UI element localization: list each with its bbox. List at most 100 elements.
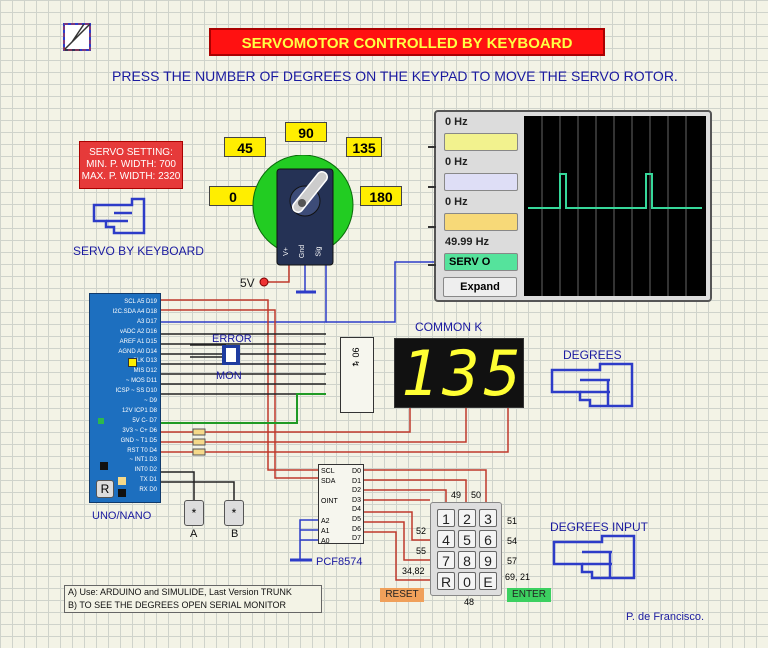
- channel-3-box[interactable]: [444, 213, 518, 231]
- channel-1-box[interactable]: [444, 133, 518, 151]
- servo-setting-line: SERVO SETTING:: [89, 147, 173, 158]
- enter-tag: ENTER: [507, 588, 551, 602]
- arduino-pin-label: 12V ICP1 D8: [121, 407, 157, 414]
- seven-segment-display: 135: [394, 337, 525, 410]
- arduino-pin-label: AGND A0 D14: [118, 348, 157, 355]
- arduino-pin-label: ~ MOS D11: [125, 378, 157, 385]
- pcf-pin-label: A2: [321, 518, 330, 525]
- servo-pin-sig: Sig: [315, 246, 323, 257]
- arduino-pin-label: SCL A5 D19: [124, 299, 157, 305]
- arduino-pin-label: I2C.SDA A4 D18: [112, 308, 157, 315]
- degrees-label: DEGREES: [563, 348, 622, 362]
- arduino-pin-label: RX D0: [139, 487, 157, 494]
- instruction-text: PRESS THE NUMBER OF DEGREES ON THE KEYPA…: [112, 68, 678, 84]
- servo-by-keyboard-label: SERVO BY KEYBOARD: [73, 244, 204, 258]
- keypad-key[interactable]: 3: [479, 509, 497, 527]
- channel-4-freq: 49.99 Hz: [445, 236, 490, 248]
- arduino-reset-button[interactable]: R: [96, 480, 114, 498]
- led-icon: [118, 489, 126, 497]
- servo-setting-line: MIN. P. WIDTH: 700: [86, 159, 176, 170]
- pcf-pin-label: D2: [352, 487, 361, 495]
- servo-pin-gnd: Gnd: [299, 244, 307, 259]
- led-icon: [100, 462, 108, 470]
- key-code: 69, 21: [505, 572, 531, 582]
- display-value: 135: [401, 337, 525, 410]
- notes-box: A) Use: ARDUINO and SIMULIDE, Last Versi…: [64, 585, 322, 613]
- pointing-hand-icon: [92, 197, 146, 235]
- channel-2-box[interactable]: [444, 173, 518, 191]
- pcf-label: PCF8574: [316, 556, 363, 568]
- key-code: 52: [416, 526, 427, 536]
- pointing-hand-icon: [552, 534, 636, 580]
- key-code: 50: [471, 490, 482, 500]
- keypad-key[interactable]: 8: [458, 551, 476, 569]
- keypad-key[interactable]: E: [479, 572, 497, 590]
- arduino-pin-label: ~ D9: [144, 398, 157, 404]
- arduino-pin-label: AREF A1 D15: [119, 338, 157, 345]
- keypad-key[interactable]: 0: [458, 572, 476, 590]
- keypad-key[interactable]: 4: [437, 530, 455, 548]
- pcf-pin-label: D0: [352, 468, 361, 475]
- keypad-key[interactable]: 9: [479, 551, 497, 569]
- arduino-pin-label: ICSP ~ SS D10: [115, 388, 157, 395]
- arduino-pin-label: CLK D13: [132, 358, 157, 365]
- arduino-pin-label: vADC A2 D16: [119, 328, 157, 335]
- deg-label-180: 180: [360, 186, 402, 206]
- keypad-key[interactable]: R: [437, 572, 455, 590]
- chip-label: 90 ↯: [350, 347, 361, 368]
- pointing-hand-icon: [550, 362, 634, 408]
- button-a-label: A: [190, 528, 198, 540]
- key-code: 51: [507, 516, 518, 526]
- key-code: 54: [507, 536, 518, 546]
- pcf-pin-label: A1: [321, 528, 330, 535]
- pcf-pin-label: D7: [352, 535, 361, 543]
- error-label: ERROR: [212, 333, 252, 345]
- common-k-label: COMMON K: [415, 320, 483, 334]
- expand-button[interactable]: Expand: [443, 277, 517, 297]
- keypad-key[interactable]: 7: [437, 551, 455, 569]
- keypad-key[interactable]: 2: [458, 509, 476, 527]
- shift-register-chip: 90 ↯: [340, 337, 374, 413]
- pcf-pin-label: D1: [352, 477, 361, 485]
- arduino-pin-label: GND ~ T1 D5: [120, 437, 157, 444]
- channel-4-box[interactable]: SERV O: [444, 253, 518, 271]
- pcf-pin-label: D6: [352, 525, 361, 533]
- oscilloscope[interactable]: 0 Hz 0 Hz 0 Hz 49.99 Hz SERV O: [428, 110, 712, 302]
- deg-label-45: 45: [224, 137, 266, 157]
- note-line: B) TO SEE THE DEGREES OPEN SERIAL MONITO…: [68, 600, 287, 610]
- button-a[interactable]: *: [184, 500, 204, 526]
- pcf-pin-label: OINT: [321, 498, 338, 505]
- led-icon: [98, 418, 104, 424]
- button-b[interactable]: *: [224, 500, 244, 526]
- pcf-pin-label: SCL: [321, 468, 335, 475]
- mon-label: MON: [216, 370, 242, 382]
- author-label: P. de Francisco.: [626, 611, 705, 623]
- degrees-input-label: DEGREES INPUT: [550, 520, 649, 534]
- button-b-label: B: [231, 528, 239, 540]
- deg-label-0: 0: [209, 186, 257, 206]
- uno-nano-label: UNO/NANO: [92, 510, 152, 522]
- keypad-key[interactable]: 6: [479, 530, 497, 548]
- arduino-pin-label: ~ INT1 D3: [129, 457, 157, 464]
- keypad-key[interactable]: 5: [458, 530, 476, 548]
- page-title: SERVOMOTOR CONTROLLED BY KEYBOARD: [209, 28, 605, 56]
- keypad-key[interactable]: 1: [437, 509, 455, 527]
- deg-label-90: 90: [285, 122, 327, 142]
- key-code: 48: [464, 597, 475, 607]
- channel-3-freq: 0 Hz: [445, 196, 468, 208]
- simulide-logo-icon: [62, 22, 92, 52]
- key-code: 34,82: [402, 566, 425, 576]
- led-icon: [118, 477, 126, 485]
- channel-2-freq: 0 Hz: [445, 156, 468, 168]
- led-icon: [128, 358, 137, 367]
- arduino-pin-label: RST T0 D4: [127, 447, 157, 454]
- arduino-pin-label: 5V C- D7: [132, 417, 157, 424]
- error-mon-switch[interactable]: [222, 345, 240, 365]
- key-code: 49: [451, 490, 462, 500]
- servo-motor[interactable]: [250, 155, 360, 270]
- scope-screen: [524, 116, 706, 296]
